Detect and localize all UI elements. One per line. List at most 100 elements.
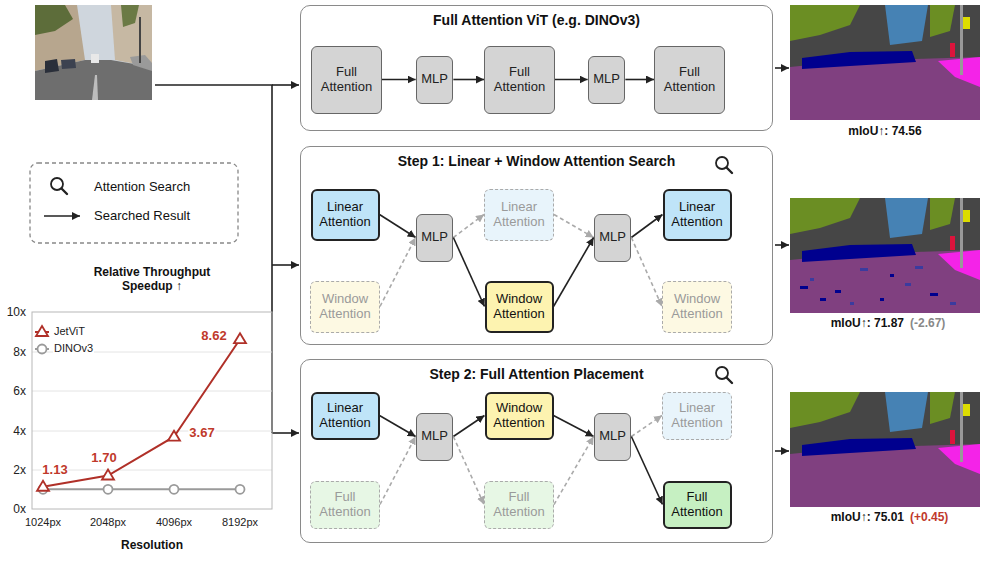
photo-tree [121, 5, 139, 27]
seg-noise [800, 286, 808, 289]
seg-car [802, 438, 916, 456]
linear-attention-box: Linear Attention [311, 189, 380, 241]
seg-noise [890, 274, 894, 277]
dinov3-marker [104, 485, 113, 494]
seg-vegetation [790, 5, 860, 41]
miou-delta: (+0.45) [909, 510, 949, 524]
seg-car [802, 244, 916, 262]
grey-block: MLP [416, 56, 454, 104]
block-label: Full Attention [488, 65, 551, 95]
seg-noise [820, 298, 826, 301]
flow-arrow [554, 416, 594, 437]
photo-lane-mark [92, 75, 98, 100]
flow-arrow [380, 215, 416, 238]
value-label: 1.70 [90, 450, 117, 466]
miou-score: mIoU↑: 74.56 [847, 124, 922, 138]
axis-tick: 0x [12, 502, 27, 516]
seg-person [950, 236, 955, 250]
photo-tree [35, 5, 73, 35]
output-arrows [775, 68, 789, 451]
jetvit-marker [234, 333, 246, 343]
flow-arrow [554, 238, 594, 307]
axis-tick: 2048px [89, 516, 127, 529]
seg-sky [885, 5, 928, 45]
dinov3-marker [38, 345, 47, 354]
grey-block: Full Attention [484, 46, 555, 114]
grey-block: MLP [594, 413, 632, 461]
block-label: Linear Attention [316, 200, 375, 230]
seg-sign [963, 17, 970, 29]
legend-arrow [44, 215, 80, 217]
seg-noise [835, 290, 841, 293]
flow-arrow [631, 437, 662, 505]
seg-noise [810, 278, 814, 281]
stage-panel: Step 2: Full Attention PlacementLinear A… [300, 359, 773, 543]
seg-noise [860, 268, 868, 271]
flow-arrow [625, 79, 654, 81]
candidate-full-box: Full Attention [310, 481, 380, 529]
segmentation-map [790, 5, 980, 120]
block-label: Full Attention [668, 490, 727, 520]
block-label: Window Attention [314, 292, 376, 322]
grey-block: Full Attention [654, 46, 725, 114]
axis-tick: 1024px [24, 516, 62, 529]
stage-panel: Step 1: Linear + Window Attention Search… [300, 146, 773, 345]
candidate-linear-box: Linear Attention [484, 189, 554, 241]
seg-noise [880, 298, 884, 301]
dinov3-marker [170, 485, 179, 494]
input-line [155, 85, 272, 433]
seg-pole [960, 5, 963, 75]
block-label: Linear Attention [666, 401, 728, 431]
flow-arrow [382, 79, 416, 81]
grey-block: MLP [588, 56, 626, 104]
block-label: MLP [421, 429, 448, 444]
axis-tick: 10x [6, 305, 27, 319]
seg-vegetation [790, 198, 860, 234]
seg-noise [850, 302, 854, 305]
axis-tick: 8x [12, 345, 27, 359]
panel-title: Full Attention ViT (e.g. DINOv3) [301, 6, 772, 28]
output-arrow [775, 450, 789, 452]
output-arrow [775, 244, 789, 246]
seg-building [790, 5, 980, 120]
seg-person [950, 430, 955, 444]
miou-score: mIoU↑: 75.01 [830, 510, 905, 524]
seg-sky [885, 392, 928, 432]
candidate-connector [380, 437, 416, 505]
jetvit-line [43, 339, 240, 487]
output-arrow [775, 67, 789, 69]
photo-road [35, 60, 152, 100]
grid-line [32, 391, 272, 392]
block-label: Linear Attention [668, 200, 727, 230]
flow-arrow [453, 238, 484, 307]
full-attention-box: Full Attention [663, 481, 732, 529]
dinov3-marker [236, 485, 245, 494]
window-attention-box: Window Attention [485, 281, 554, 333]
block-label: MLP [599, 429, 626, 444]
seg-sidewalk [938, 250, 980, 280]
seg-sign [963, 404, 970, 416]
candidate-full-box: Full Attention [484, 481, 554, 529]
block-label: Window Attention [490, 292, 549, 322]
segmentation-map [790, 198, 980, 313]
axis-title: Resolution [120, 538, 184, 552]
block-label: MLP [593, 72, 620, 87]
flow-arrow [453, 79, 484, 81]
street-photo [35, 5, 152, 100]
plot-frame [32, 312, 272, 509]
illustration [30, 5, 980, 509]
magnifier-icon [51, 178, 67, 194]
seg-vegetation [930, 392, 955, 424]
axis-tick: 6x [12, 384, 27, 398]
magnifier-handle [727, 378, 733, 384]
flow-arrow [453, 416, 484, 437]
seg-sign [963, 210, 970, 222]
photo-sky [35, 5, 152, 100]
candidate-window-box: Window Attention [662, 281, 732, 333]
photo-building [35, 5, 85, 71]
chart-title: Relative Throughput Speedup ↑ [82, 265, 222, 294]
photo-car [45, 59, 59, 73]
legend-entry: Attention Search [93, 179, 191, 195]
seg-noise [915, 266, 923, 269]
linear-attention-box: Linear Attention [311, 392, 380, 440]
